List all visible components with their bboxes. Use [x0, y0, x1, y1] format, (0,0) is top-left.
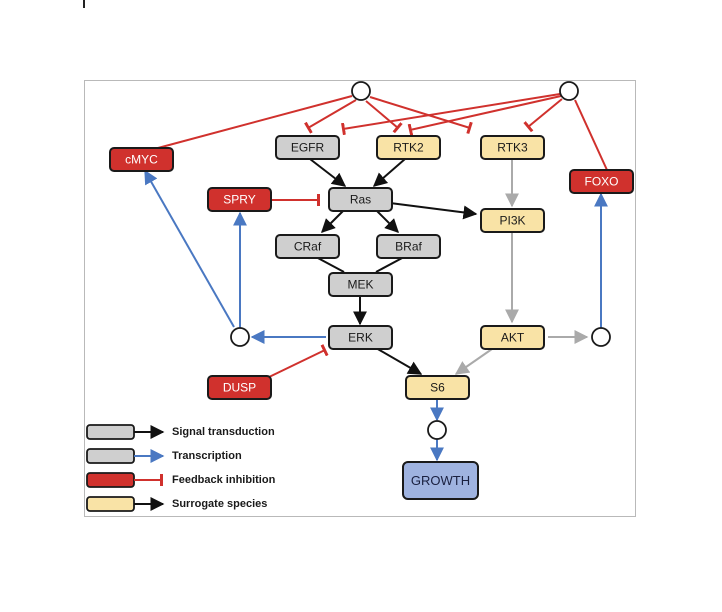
edge-hub2-egfr [341, 93, 561, 136]
hub-circle [591, 327, 611, 347]
edge-hub2-rtk2 [407, 95, 562, 137]
node-growth-label: GROWTH [411, 473, 470, 488]
node-ras-label: Ras [350, 193, 371, 207]
node-foxo-label: FOXO [584, 175, 618, 189]
legend-label: Transcription [172, 450, 242, 462]
signal-edges [309, 158, 478, 375]
legend-label: Signal transduction [172, 426, 275, 438]
node-erk-label: ERK [348, 331, 373, 345]
legend-item-transcription: Transcription [86, 448, 242, 464]
surrogate-edges [454, 159, 589, 375]
node-akt-label: AKT [501, 331, 525, 345]
edge-hub-cmyc [144, 169, 235, 328]
edge-hub1-egfr [304, 99, 357, 134]
edge-hub2-rtk3 [523, 98, 563, 133]
edge-egfr-ras [309, 158, 347, 187]
edge-hub1-rtk2 [365, 100, 403, 134]
node-rtk3-label: RTK3 [497, 141, 528, 155]
node-spry-label: SPRY [223, 193, 255, 207]
edge-dusp-erk [266, 344, 329, 379]
legend-item-signal: Signal transduction [86, 424, 275, 440]
hub-nodes [230, 81, 611, 440]
figure-frame [84, 80, 636, 517]
edge-ras-braf [375, 209, 399, 233]
legend-swatch [86, 448, 135, 464]
node-s6-label: S6 [430, 381, 445, 395]
node-rtk3: RTK3 [480, 135, 545, 160]
node-braf-label: BRaf [395, 240, 422, 254]
transcription-edges [144, 169, 608, 462]
hub-circle [351, 81, 371, 101]
edge-rtk2-ras [372, 158, 406, 187]
node-craf: CRaf [275, 234, 340, 259]
edge-braf-mek [375, 256, 405, 273]
feedback-edges [142, 93, 608, 379]
legend-label: Surrogate species [172, 498, 267, 510]
node-foxo: FOXO [569, 169, 634, 194]
node-ras: Ras [328, 187, 393, 212]
node-egfr-label: EGFR [291, 141, 325, 155]
legend-swatch [86, 424, 135, 440]
edge-hub2-foxo [574, 99, 608, 171]
legend-item-feedback: Feedback inhibition [86, 472, 276, 488]
edge-ras-pi3k [389, 202, 478, 220]
node-dusp-label: DUSP [223, 381, 256, 395]
legend-swatch [86, 472, 135, 488]
node-spry: SPRY [207, 187, 272, 212]
node-cmyc: cMYC [109, 147, 174, 172]
node-craf-label: CRaf [294, 240, 322, 254]
node-erk: ERK [328, 325, 393, 350]
node-egfr: EGFR [275, 135, 340, 160]
node-mek: MEK [328, 272, 393, 297]
hub-circle [230, 327, 250, 347]
hub-circle [427, 420, 447, 440]
edge-erk-s6 [375, 347, 423, 375]
edge-craf-mek [315, 256, 345, 273]
edge-hub1-cmyc [142, 95, 353, 153]
node-cmyc-label: cMYC [125, 153, 158, 167]
node-mek-label: MEK [347, 278, 373, 292]
node-dusp: DUSP [207, 375, 272, 400]
node-pi3k: PI3K [480, 208, 545, 233]
node-growth: GROWTH [402, 461, 479, 500]
edge-akt-s6 [454, 348, 493, 375]
edge-hub1-rtk3 [369, 96, 473, 135]
legend-item-surrogate: Surrogate species [86, 496, 267, 512]
node-s6: S6 [405, 375, 470, 400]
node-rtk2-label: RTK2 [393, 141, 424, 155]
node-akt: AKT [480, 325, 545, 350]
node-pi3k-label: PI3K [499, 214, 525, 228]
node-rtk2: RTK2 [376, 135, 441, 160]
legend-label: Feedback inhibition [172, 474, 276, 486]
node-braf: BRaf [376, 234, 441, 259]
legend: Signal transduction Transcription Feedba… [86, 424, 276, 512]
text-cursor [83, 0, 85, 8]
edge-ras-craf [321, 209, 345, 233]
legend-swatch [86, 496, 135, 512]
hub-circle [559, 81, 579, 101]
